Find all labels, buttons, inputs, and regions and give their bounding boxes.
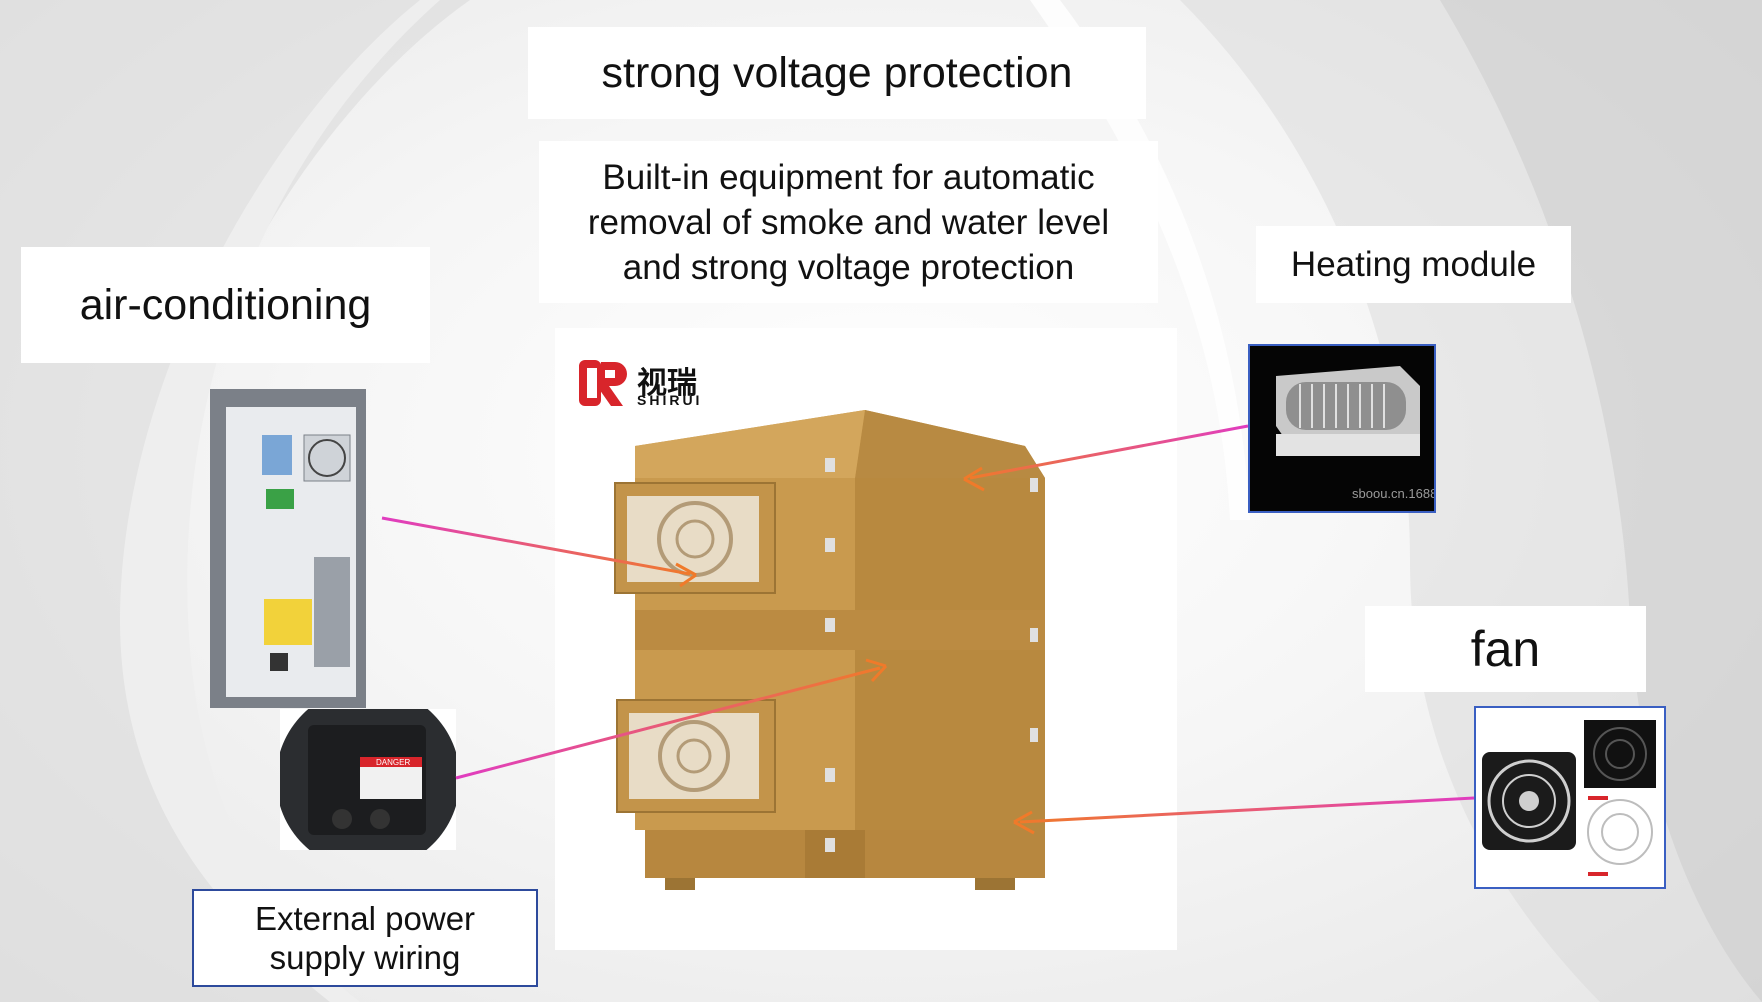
brand-name-en: SHIRUI [637, 392, 703, 408]
brand-logo-icon [579, 360, 627, 406]
slide-title: strong voltage protection [601, 48, 1073, 97]
air-conditioner-illustration [210, 389, 366, 708]
air-conditioner-photo [210, 389, 366, 708]
brand-name-cn: 视瑞 [637, 366, 697, 401]
heating-module-label-box: Heating module [1256, 226, 1571, 303]
power-wiring-photo: DANGER [280, 709, 456, 850]
external-power-label-box: External power supply wiring [192, 889, 538, 987]
cabinet-photo: 视瑞 SHIRUI [555, 328, 1177, 950]
external-power-label: External power supply wiring [254, 900, 476, 976]
fan-illustration [1476, 708, 1664, 887]
subtitle-box: Built-in equipment for automatic removal… [539, 141, 1158, 303]
heating-module-photo: sboou.cn.1688 [1248, 344, 1436, 513]
fan-label-box: fan [1365, 606, 1646, 692]
heating-module-label: Heating module [1290, 244, 1537, 284]
danger-text: DANGER [376, 758, 411, 767]
heating-module-illustration [1250, 346, 1434, 511]
fan-photo [1474, 706, 1666, 889]
fan-label: fan [1470, 621, 1541, 677]
title-box: strong voltage protection [528, 27, 1146, 119]
power-wiring-illustration [280, 709, 456, 850]
slide-subtitle: Built-in equipment for automatic removal… [587, 157, 1110, 287]
air-conditioning-label: air-conditioning [79, 280, 372, 329]
cabinet-illustration [614, 410, 1045, 890]
watermark-text: sboou.cn.1688 [1352, 486, 1436, 501]
air-conditioning-label-box: air-conditioning [21, 247, 430, 363]
